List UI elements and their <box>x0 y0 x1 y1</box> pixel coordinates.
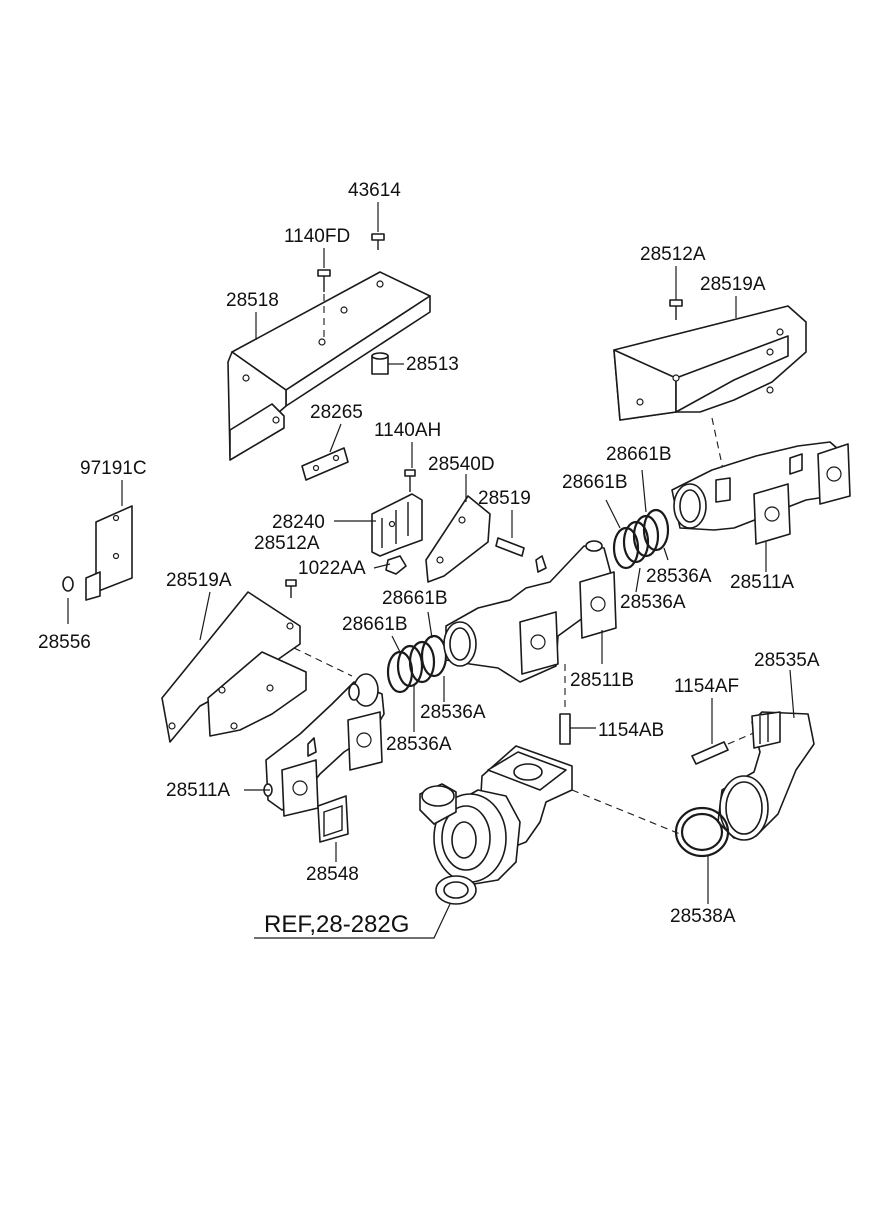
seal-rings-right <box>612 508 670 570</box>
label-28540D: 28540D <box>428 454 495 475</box>
bolt-1140FD <box>317 269 331 340</box>
exhaust-manifold-left <box>263 673 385 817</box>
clamp-ring-28538A <box>674 806 730 858</box>
bolt-43614 <box>371 233 385 250</box>
label-1154AF: 1154AF <box>674 676 739 697</box>
label-28548: 28548 <box>306 864 359 885</box>
label-1154AB: 1154AB <box>598 720 664 741</box>
leader-dashed-turbo <box>571 789 681 835</box>
label-28512A-right: 28512A <box>640 244 706 265</box>
exhaust-manifold-center <box>443 540 617 683</box>
label-28535A: 28535A <box>754 650 820 671</box>
label-97191C: 97191C <box>80 458 147 479</box>
bolt-28512A-center <box>285 579 297 598</box>
heat-shield-upper <box>227 271 431 461</box>
stud-28519 <box>495 537 525 557</box>
nut-1022AA <box>385 555 407 575</box>
bracket-28240 <box>371 493 423 557</box>
label-28536A-d: 28536A <box>620 592 686 613</box>
label-43614: 43614 <box>348 180 401 201</box>
collar-28513 <box>371 352 389 375</box>
label-28513: 28513 <box>406 354 459 375</box>
label-28536A-c: 28536A <box>646 566 712 587</box>
label-28240: 28240 <box>272 512 325 533</box>
leader-dashed-left <box>293 647 353 677</box>
heat-shield-right <box>613 305 807 421</box>
label-28661B-c: 28661B <box>606 444 672 465</box>
label-1140AH: 1140AH <box>374 420 441 441</box>
label-28519A-left: 28519A <box>166 570 232 591</box>
label-28519: 28519 <box>478 488 531 509</box>
label-28512A-center: 28512A <box>254 533 320 554</box>
leader-lines <box>67 202 795 939</box>
label-28511A-right: 28511A <box>730 572 794 593</box>
label-28556: 28556 <box>38 632 91 653</box>
bolt-28512A-right <box>669 299 683 320</box>
label-28511A-left: 28511A <box>166 780 230 801</box>
label-28536A-b: 28536A <box>386 734 452 755</box>
bolt-1140AH <box>404 469 416 492</box>
stud-1154AF <box>691 731 757 765</box>
label-28661B-a: 28661B <box>382 588 448 609</box>
bracket-28540D <box>425 495 491 583</box>
label-ref-28-282G: REF,28-282G <box>264 911 409 938</box>
elbow-pipe-28535A <box>717 711 815 841</box>
stud-1154AB <box>559 664 571 745</box>
label-1140FD: 1140FD <box>284 226 350 247</box>
plate-28265 <box>301 447 349 481</box>
label-28518: 28518 <box>226 290 279 311</box>
turbocharger <box>419 745 573 905</box>
label-28265: 28265 <box>310 402 363 423</box>
part-labels: 43614 1140FD 28518 28513 28265 1140AH 28… <box>38 180 820 938</box>
exhaust-manifold-right <box>671 441 851 545</box>
washer-28556 <box>62 576 74 592</box>
label-28661B-d: 28661B <box>562 472 628 493</box>
plate-97191C <box>85 505 133 601</box>
gasket-28548 <box>317 795 349 843</box>
label-28519A-right: 28519A <box>700 274 766 295</box>
label-28661B-b: 28661B <box>342 614 408 635</box>
label-28536A-a: 28536A <box>420 702 486 723</box>
heat-shield-left <box>161 591 307 743</box>
label-28511B: 28511B <box>570 670 634 691</box>
label-28538A: 28538A <box>670 906 736 927</box>
label-1022AA: 1022AA <box>298 558 366 579</box>
leader-dashed-right <box>711 417 725 475</box>
